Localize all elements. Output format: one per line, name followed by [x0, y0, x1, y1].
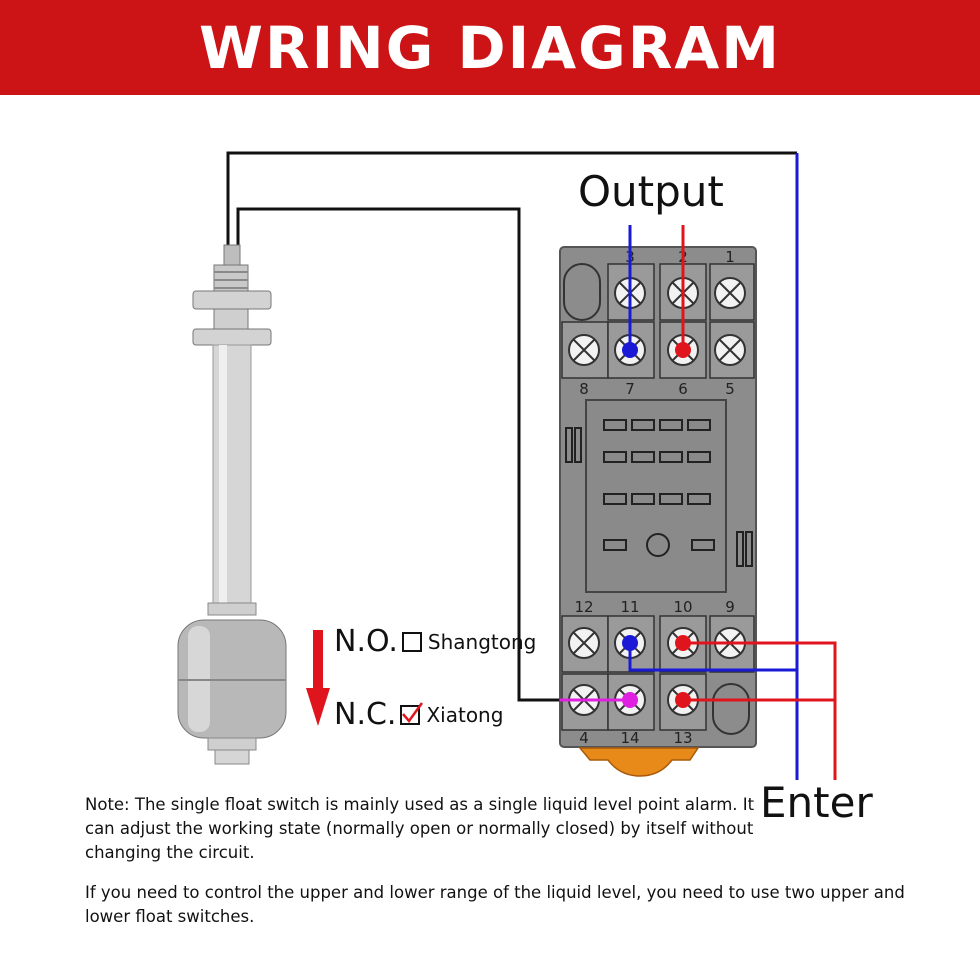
note-paragraph-2: If you need to control the upper and low…: [85, 883, 905, 926]
output-wires: [628, 225, 685, 350]
mode-no-abbr: N.O.: [334, 624, 398, 659]
page-title: WRING DIAGRAM: [198, 13, 782, 82]
terminal-number-5: 5: [725, 380, 735, 398]
unchecked-box-icon: [401, 631, 422, 652]
float-switch-wires: [226, 151, 797, 702]
terminal-number-9: 9: [725, 598, 735, 616]
terminal-number-6: 6: [678, 380, 688, 398]
output-label: Output: [578, 167, 724, 216]
checkmark-icon: [402, 701, 424, 723]
enter-wires: [560, 153, 837, 780]
terminal-number-4: 4: [579, 729, 589, 747]
mode-nc-abbr: N.C.: [334, 697, 397, 732]
terminal-number-1: 1: [725, 248, 735, 266]
terminal-number-13: 13: [673, 729, 692, 747]
title-banner: WRING DIAGRAM: [0, 0, 980, 95]
retaining-clip: [578, 747, 700, 777]
terminal-number-14: 14: [620, 729, 639, 747]
connection-dots: [622, 342, 691, 708]
mode-nc-name: Xiatong: [426, 702, 504, 727]
terminal-number-10: 10: [673, 598, 692, 616]
terminal-number-8: 8: [579, 380, 589, 398]
float-switch: [177, 244, 287, 765]
mode-normally-closed: N.C. Xiatong: [334, 697, 503, 732]
terminal-number-12: 12: [574, 598, 593, 616]
terminal-number-7: 7: [625, 380, 635, 398]
down-arrow-icon: [306, 630, 330, 726]
mode-no-name: Shangtong: [427, 629, 537, 654]
relay-socket: 3 2 1 8 7 6 5 12 11 10 9 4 14 13: [559, 246, 757, 777]
checked-box-icon: [400, 701, 424, 725]
enter-label: Enter: [760, 778, 873, 827]
note-paragraph-1: Note: The single float switch is mainly …: [85, 795, 755, 862]
mode-normally-open: N.O. Shangtong: [334, 624, 536, 659]
terminal-number-11: 11: [620, 598, 639, 616]
